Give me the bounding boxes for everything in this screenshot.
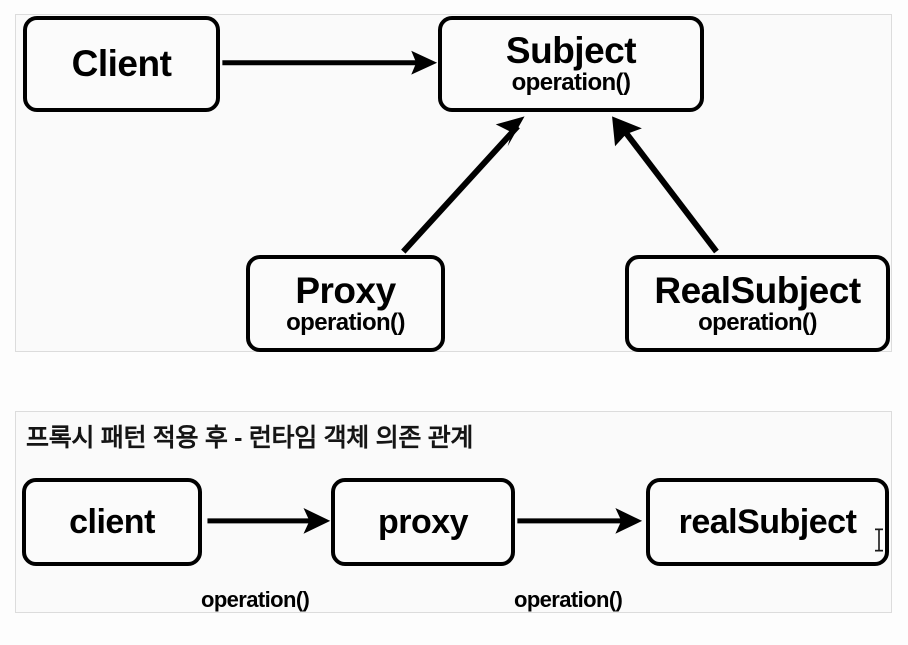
runtime-node-realsubject-title: realSubject — [678, 502, 857, 541]
runtime-node-proxy[interactable]: proxy — [331, 478, 515, 566]
runtime-edge-label-proxy-realsubject: operation() — [514, 587, 623, 612]
class-node-subject[interactable]: Subject operation() — [438, 16, 704, 112]
runtime-node-client[interactable]: client — [22, 478, 202, 566]
edge-proxy-to-subject — [401, 116, 525, 254]
runtime-edge-label-client-proxy: operation() — [201, 587, 310, 612]
class-node-subject-title: Subject — [505, 30, 637, 72]
class-node-proxy-title: Proxy — [295, 269, 396, 311]
class-diagram-panel: Client Subject operation() Proxy operati… — [15, 14, 892, 352]
class-node-realsubject[interactable]: RealSubject operation() — [625, 255, 890, 352]
class-node-proxy-operation: operation() — [286, 308, 405, 336]
runtime-diagram-panel: 프록시 패턴 적용 후 - 런타임 객체 의존 관계 client proxy … — [15, 411, 892, 613]
class-node-proxy[interactable]: Proxy operation() — [246, 255, 445, 352]
class-node-realsubject-title: RealSubject — [654, 269, 861, 311]
edge-realsubject-to-subject — [612, 116, 719, 254]
runtime-node-realsubject[interactable]: realSubject — [646, 478, 889, 566]
edge-client-to-proxy — [207, 508, 331, 534]
class-node-client-title: Client — [71, 43, 172, 85]
runtime-node-client-title: client — [69, 502, 155, 541]
class-node-realsubject-operation: operation() — [698, 308, 817, 336]
runtime-diagram-title: 프록시 패턴 적용 후 - 런타임 객체 의존 관계 — [26, 424, 474, 452]
class-node-client[interactable]: Client — [23, 16, 220, 112]
runtime-node-proxy-title: proxy — [377, 502, 469, 541]
class-node-subject-operation: operation() — [511, 69, 631, 97]
edge-client-to-subject — [222, 50, 438, 75]
edge-proxy-to-realsubject — [517, 508, 643, 534]
